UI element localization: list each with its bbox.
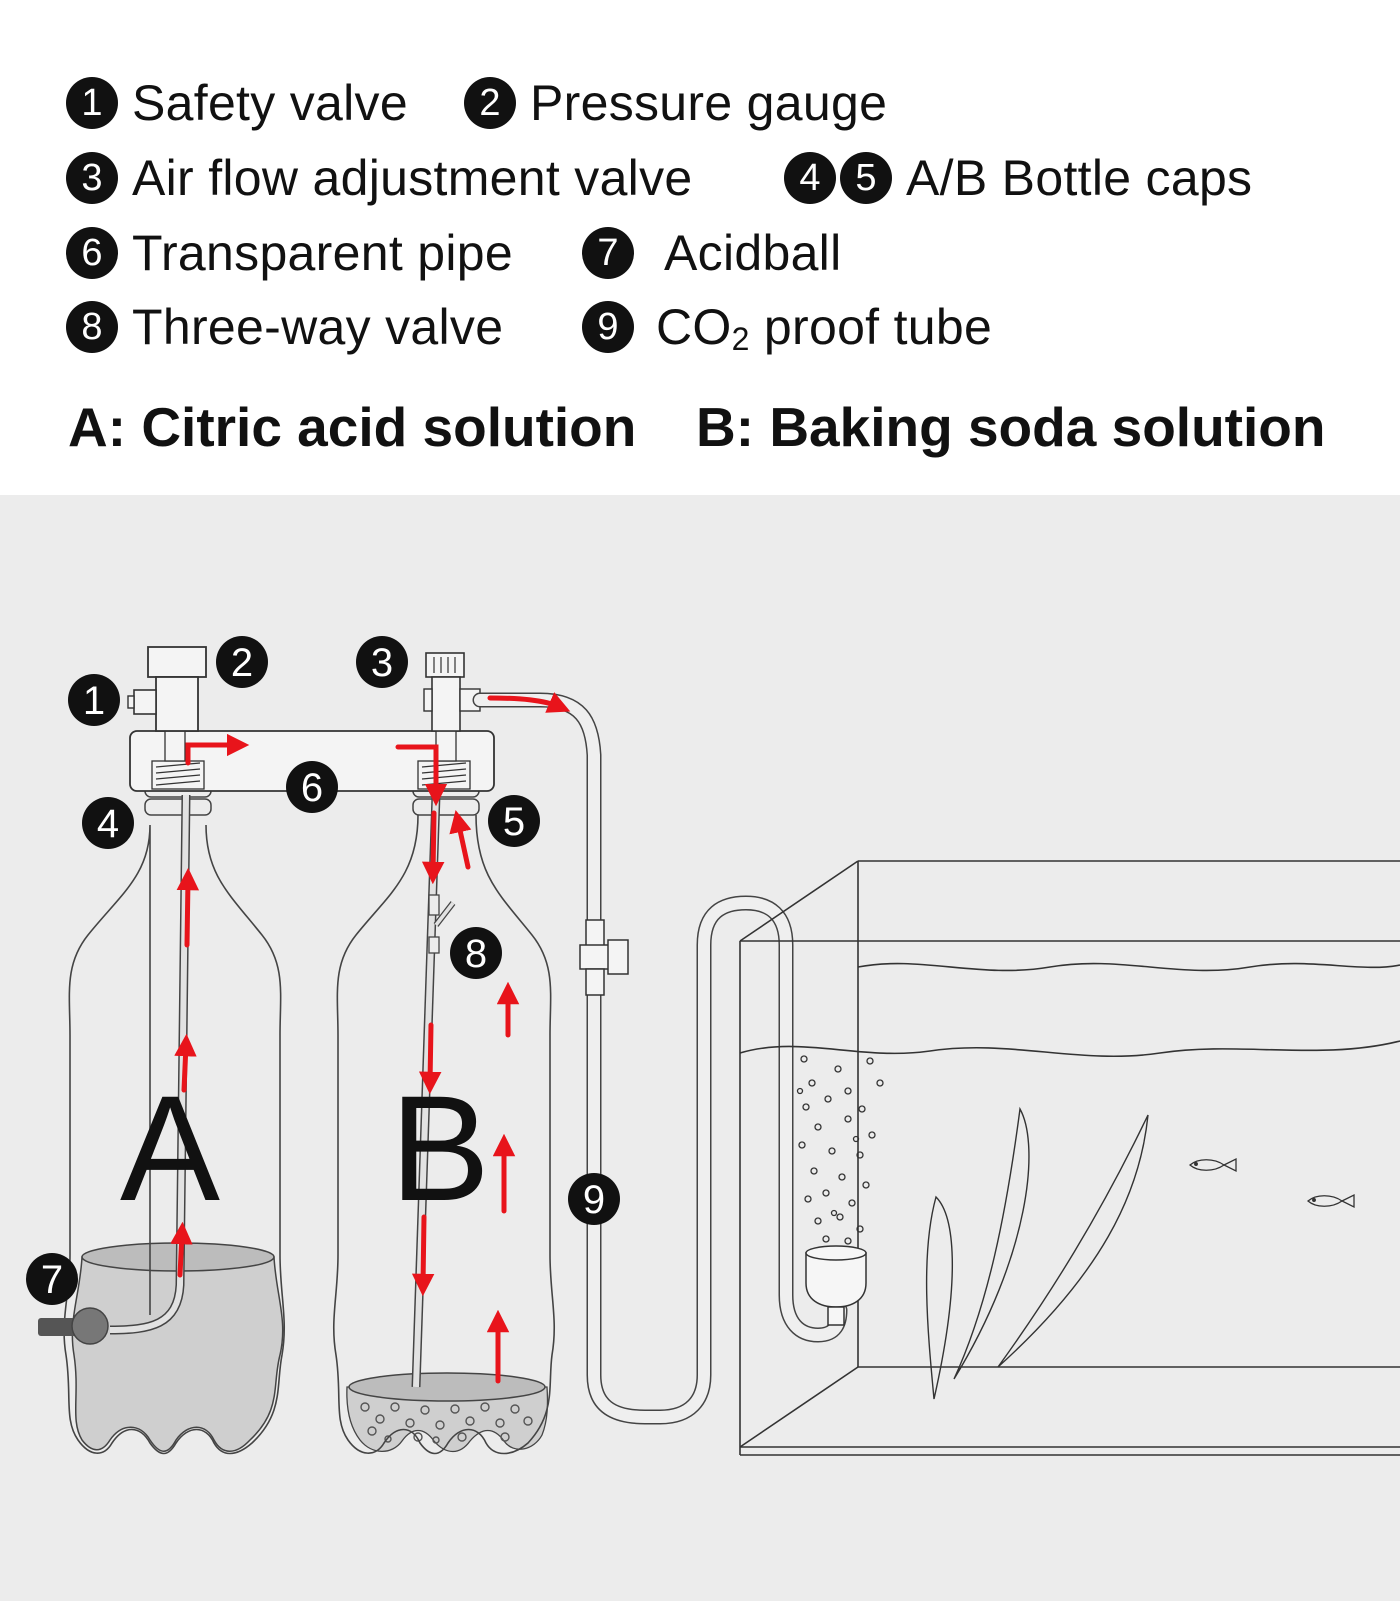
legend-item-co2-tube: 9 CO2 proof tube (582, 298, 993, 357)
svg-text:3: 3 (371, 641, 393, 685)
legend-label-suffix: proof tube (749, 299, 993, 355)
marker-8-icon: 8 (66, 301, 118, 353)
bottle-a-neck-ring (144, 798, 212, 816)
diagram-svg: A B (26, 636, 1400, 1456)
marker-6-icon: 6 (66, 227, 118, 279)
legend-item-air-flow-valve: 3 Air flow adjustment valve (66, 149, 693, 207)
legend-item-three-way-valve: 8 Three-way valve (66, 298, 503, 356)
marker-4-icon: 4 (82, 797, 134, 849)
pressure-gauge (147, 646, 207, 732)
legend-item-bottle-caps: 4 5 A/B Bottle caps (784, 149, 1252, 207)
marker-3-icon: 3 (356, 636, 408, 688)
co2-diffuser (805, 1245, 867, 1326)
co2-system-diagram: A B (0, 495, 1400, 1601)
marker-6-icon: 6 (286, 761, 338, 813)
marker-7-icon: 7 (26, 1253, 78, 1305)
bottle-a-letter: A (120, 1064, 220, 1232)
co2-proof-tube (472, 692, 848, 1425)
svg-text:8: 8 (465, 932, 487, 976)
marker-9-icon: 9 (582, 301, 634, 353)
legend-item-safety-valve: 1 Safety valve (66, 74, 408, 132)
legend-label: Transparent pipe (132, 225, 513, 281)
acidball (71, 1307, 109, 1345)
legend-label: Acidball (664, 225, 842, 281)
svg-text:5: 5 (503, 800, 525, 844)
legend-label: A/B Bottle caps (906, 150, 1253, 206)
solution-a-label: A: Citric acid solution (68, 396, 637, 458)
legend-item-acidball: 7 Acidball (582, 224, 842, 282)
marker-7-icon: 7 (582, 227, 634, 279)
marker-3-icon: 3 (66, 152, 118, 204)
legend: 1 Safety valve 2 Pressure gauge 3 Air fl… (0, 0, 1400, 495)
svg-text:9: 9 (583, 1178, 605, 1222)
svg-text:2: 2 (231, 641, 253, 685)
marker-9-icon: 9 (568, 1173, 620, 1225)
flow-arrows (170, 692, 571, 1384)
air-flow-adjustment-valve (423, 652, 481, 732)
marker-1-icon: 1 (66, 77, 118, 129)
marker-5-icon: 5 (840, 152, 892, 204)
bottle-b-outline (332, 814, 556, 1455)
fish-icon (1307, 1193, 1355, 1209)
three-way-valve (428, 894, 456, 954)
svg-text:6: 6 (301, 766, 323, 810)
legend-label: Three-way valve (132, 299, 504, 355)
legend-label: Air flow adjustment valve (132, 150, 693, 206)
legend-label: Pressure gauge (530, 75, 888, 131)
svg-text:1: 1 (83, 679, 105, 723)
marker-2-icon: 2 (464, 77, 516, 129)
check-valve (579, 919, 629, 996)
bottle-a: A (38, 782, 286, 1455)
baking-soda-particles (360, 1402, 533, 1444)
svg-text:7: 7 (41, 1258, 63, 1302)
bottle-b-neck-ring (412, 798, 480, 816)
legend-label-subscript: 2 (731, 321, 750, 357)
marker-1-icon: 1 (68, 674, 120, 726)
acidball-connector (38, 1318, 80, 1336)
safety-valve (127, 689, 157, 715)
bottle-b: B (332, 782, 556, 1455)
legend-item-transparent-pipe: 6 Transparent pipe (66, 224, 513, 282)
marker-5-icon: 5 (488, 795, 540, 847)
aquarium (739, 860, 1400, 1456)
number-markers: 1 2 3 4 5 6 7 8 9 (26, 636, 620, 1305)
bottle-a-outline (63, 824, 286, 1455)
co2-bubbles (796, 1055, 884, 1245)
marker-2-icon: 2 (216, 636, 268, 688)
solution-b-label: B: Baking soda solution (696, 396, 1326, 458)
svg-text:4: 4 (97, 802, 119, 846)
bottle-b-letter: B (390, 1064, 490, 1232)
fish-icon (1189, 1157, 1237, 1173)
marker-8-icon: 8 (450, 927, 502, 979)
legend-item-pressure-gauge: 2 Pressure gauge (464, 74, 887, 132)
legend-label: CO2 proof tube (656, 298, 993, 357)
legend-label-prefix: CO (656, 299, 732, 355)
bottle-a-liquid (71, 1256, 284, 1452)
legend-label: Safety valve (132, 75, 408, 131)
marker-4-icon: 4 (784, 152, 836, 204)
